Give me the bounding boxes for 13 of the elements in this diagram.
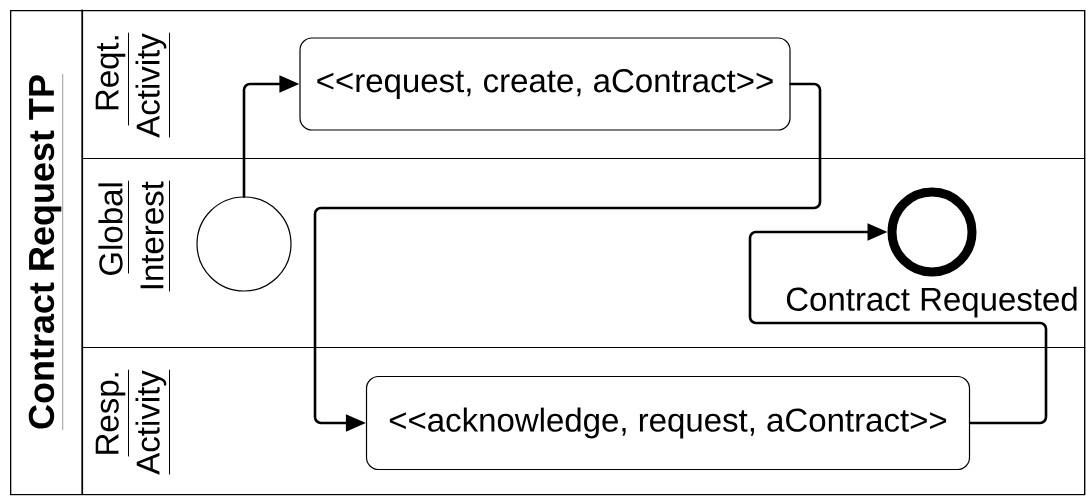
lane-label: Resp. Activity: [95, 369, 170, 475]
lane-label: Global Interest: [98, 180, 170, 292]
event-label: Contract Requested: [786, 286, 1077, 318]
swimlane: [82, 158, 1086, 349]
swimlane: [82, 347, 1086, 496]
task-box: <<acknowledge, request, aContract>>: [365, 375, 971, 471]
arrow: [748, 223, 1048, 425]
start-event-circle: [196, 196, 292, 292]
arrow: [313, 82, 822, 432]
lane-label: Reqt. Activity: [95, 32, 170, 138]
task-box: <<request, create, aContract>>: [299, 37, 791, 131]
swimlane: [82, 10, 1086, 160]
end-event-circle: [887, 187, 977, 277]
